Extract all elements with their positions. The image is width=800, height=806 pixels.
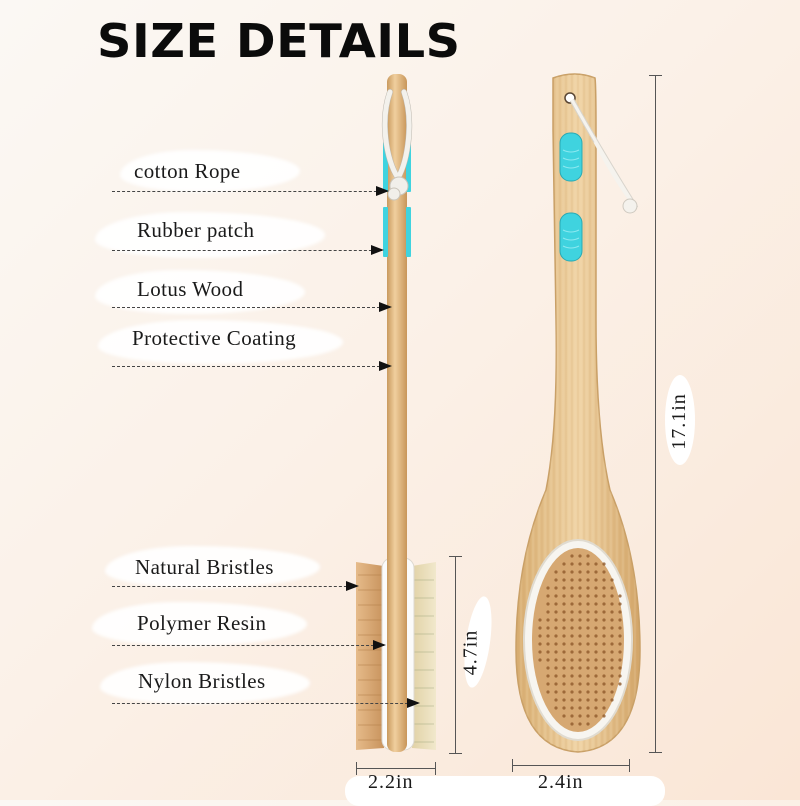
callout-nylon-bristles: Nylon Bristles <box>138 669 266 693</box>
callout-protective-coating: Protective Coating <box>132 326 297 350</box>
side-rubber-patches <box>383 142 411 257</box>
dimension-head-length: 4.7in <box>459 629 482 676</box>
dimension-front-width: 2.4in <box>538 771 584 793</box>
page-title: SIZE DETAILS <box>97 14 461 68</box>
dimension-total-length: 17.1in <box>667 393 690 450</box>
nylon-bristles <box>412 562 436 750</box>
dimension-side-width: 2.2in <box>368 771 414 793</box>
side-handle <box>387 74 407 752</box>
callout-cotton-rope: cotton Rope <box>134 159 241 183</box>
callout-arrow-lotus-wood <box>112 302 392 312</box>
callout-polymer-resin: Polymer Resin <box>137 611 267 635</box>
side-cotton-rope <box>382 89 413 181</box>
callout-arrow-polymer-resin <box>112 640 386 650</box>
dimension-line-total-length <box>649 75 662 753</box>
callout-lotus-wood: Lotus Wood <box>137 277 244 301</box>
front-view-brush-illustration <box>515 73 641 753</box>
callout-arrow-cotton-rope <box>112 186 389 196</box>
callout-arrow-natural-bristles <box>112 581 359 591</box>
natural-bristles <box>356 562 384 750</box>
dimension-line-head-length <box>449 556 462 754</box>
dimension-line-front-width <box>512 759 630 772</box>
callout-arrow-nylon-bristles <box>112 698 420 708</box>
callout-natural-bristles: Natural Bristles <box>135 555 274 579</box>
dimension-line-side-width <box>356 762 436 775</box>
callout-arrow-rubber-patch <box>112 245 384 255</box>
callout-rubber-patch: Rubber patch <box>137 218 255 242</box>
callout-arrow-protective-coating <box>112 361 392 371</box>
